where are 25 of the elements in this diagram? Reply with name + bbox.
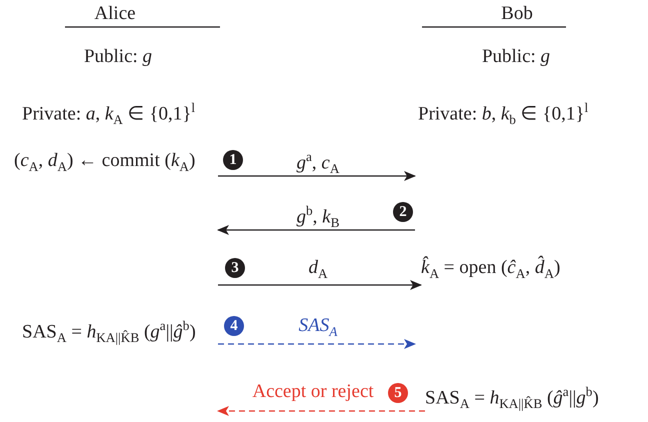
arrow (217, 406, 425, 416)
step-number: 5 (388, 383, 408, 403)
arrow (218, 280, 422, 290)
parameter-text: Public: g (482, 46, 550, 68)
edge-label: d$_{A}$ (308, 257, 328, 283)
formula-text: (c$_{A}$, d$_{A}$) ← commit (k$_{A}$) (14, 150, 218, 178)
parameter-text: Private: a, k$_{A}$ ∈ {0,1}$^{l}$ (22, 99, 196, 130)
edge-label: SAS$_{A}$ (298, 315, 338, 341)
arrow (217, 225, 415, 235)
formula-text: SAS$_{A}$ = h$_{KA||K̂B}$ (g$^{a}$||ĝ$^{b}$) (22, 315, 218, 350)
parameter-text: Public: g (84, 46, 152, 68)
party-name: Bob (501, 3, 533, 25)
step-number: 3 (225, 258, 245, 278)
edge-label: g$^{a}$, c$_{A}$ (296, 148, 340, 178)
parameter-text: Private: b, k$_{b}$ ∈ {0,1}$^{l}$ (418, 99, 588, 130)
step-number: 1 (223, 150, 243, 170)
step-number: 2 (393, 202, 413, 222)
party-name: Alice (94, 3, 136, 25)
arrow (218, 339, 416, 349)
formula-text: SAS$_{A}$ = h$_{KA||K̂B}$ (ĝ$^{a}$||g$^{b}$) (425, 381, 599, 416)
edge-label: g$^{b}$, k$_{B}$ (296, 202, 340, 232)
step-number: 4 (224, 316, 244, 336)
arrow (218, 171, 416, 181)
formula-text: k̂$_{A}$ = open (ĉ$_{A}$, d̂$_{A}$) (421, 257, 560, 285)
edge-label: Accept or reject (252, 381, 374, 403)
